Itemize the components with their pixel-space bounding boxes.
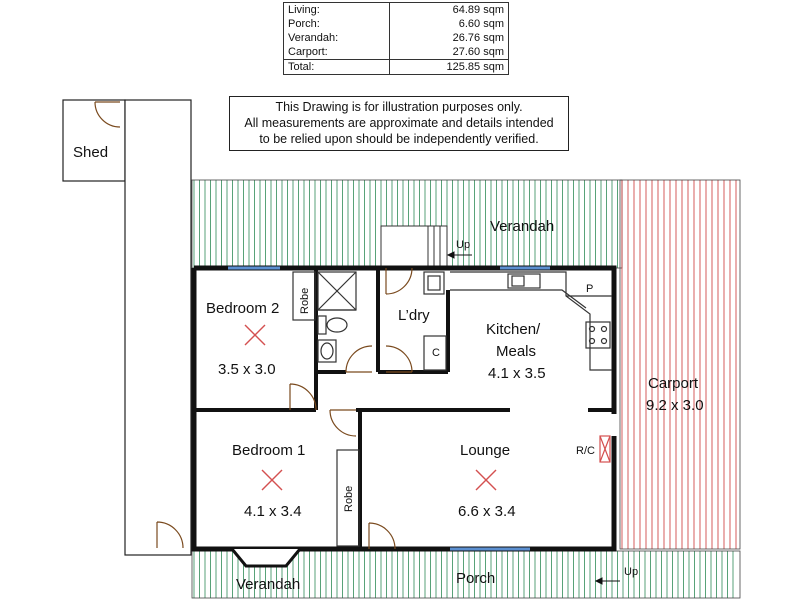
bedroom1-size: 4.1 x 3.4 bbox=[244, 503, 302, 520]
area-label: Carport: bbox=[288, 46, 328, 58]
area-total-label: Total: bbox=[283, 59, 390, 75]
area-row-living: Living: 64.89 sqm bbox=[284, 2, 509, 17]
disclaimer-box: This Drawing is for illustration purpose… bbox=[229, 96, 569, 151]
kitchen-bench bbox=[450, 271, 612, 371]
kitchen-name-line1: Kitchen/ bbox=[486, 321, 541, 338]
area-value: 27.60 sqm bbox=[388, 45, 509, 60]
area-value: 64.89 sqm bbox=[388, 2, 509, 17]
area-total-value: 125.85 sqm bbox=[388, 59, 509, 75]
steps bbox=[380, 225, 448, 269]
disclaimer-line: This Drawing is for illustration purpose… bbox=[275, 100, 523, 114]
light-fitting-icon bbox=[244, 324, 497, 491]
rc-label: R/C bbox=[576, 445, 595, 457]
robe-partitions bbox=[292, 271, 360, 547]
area-label: Verandah: bbox=[288, 32, 339, 44]
shed-door-icon bbox=[94, 101, 121, 128]
lounge-size: 6.6 x 3.4 bbox=[458, 503, 516, 520]
up-top-label: Up bbox=[456, 239, 470, 251]
porch-label: Porch bbox=[456, 570, 495, 587]
toilet-icon bbox=[317, 315, 348, 335]
carport-name: Carport bbox=[648, 375, 699, 392]
verandah-top-label: Verandah bbox=[490, 218, 554, 235]
hatch-outline bbox=[619, 179, 741, 550]
area-summary-table: Living: 64.89 sqm Porch: 6.60 sqm Verand… bbox=[283, 2, 509, 75]
laundry-tub-icon bbox=[423, 271, 445, 295]
reverse-cycle-ac-icon bbox=[599, 435, 611, 463]
shed-label: Shed bbox=[73, 144, 108, 161]
area-row-total: Total: 125.85 sqm bbox=[283, 59, 509, 75]
bedroom2-name: Bedroom 2 bbox=[206, 300, 279, 317]
laundry-cupboard bbox=[423, 335, 447, 371]
bay-window bbox=[230, 548, 302, 568]
up-arrow-icon bbox=[446, 251, 620, 585]
area-row-porch: Porch: 6.60 sqm bbox=[284, 17, 509, 31]
pantry-label: P bbox=[586, 283, 593, 295]
carport-hatching bbox=[619, 179, 741, 550]
walkway-door-icon bbox=[156, 521, 184, 549]
basin-icon bbox=[317, 339, 337, 363]
disclaimer-line: to be relied upon should be independentl… bbox=[259, 132, 539, 146]
area-label: Living: bbox=[288, 4, 320, 16]
laundry-cupboard-label: C bbox=[432, 347, 440, 359]
lounge-name: Lounge bbox=[460, 442, 510, 459]
laundry-label: L’dry bbox=[398, 307, 430, 324]
verandah-bottom-label: Verandah bbox=[236, 576, 300, 593]
bedroom1-name: Bedroom 1 bbox=[232, 442, 305, 459]
area-value: 26.76 sqm bbox=[388, 31, 509, 45]
kitchen-sink-icon bbox=[507, 273, 541, 289]
area-row-carport: Carport: 27.60 sqm bbox=[284, 45, 509, 60]
kitchen-name-line2: Meals bbox=[496, 343, 536, 360]
shed bbox=[62, 99, 192, 556]
up-bottom-label: Up bbox=[624, 566, 638, 578]
kitchen-size: 4.1 x 3.5 bbox=[488, 365, 546, 382]
area-value: 6.60 sqm bbox=[388, 17, 509, 31]
disclaimer-line: All measurements are approximate and det… bbox=[244, 116, 554, 130]
carport-size: 9.2 x 3.0 bbox=[646, 397, 704, 414]
robe-b1-label: Robe bbox=[343, 486, 355, 512]
area-label: Porch: bbox=[288, 18, 320, 30]
verandah-bottom-hatching bbox=[191, 550, 741, 599]
robe-b2-label: Robe bbox=[299, 288, 311, 314]
area-row-verandah: Verandah: 26.76 sqm bbox=[284, 31, 509, 45]
bedroom2-size: 3.5 x 3.0 bbox=[218, 361, 276, 378]
windows bbox=[228, 266, 550, 551]
door-icons bbox=[289, 267, 413, 550]
